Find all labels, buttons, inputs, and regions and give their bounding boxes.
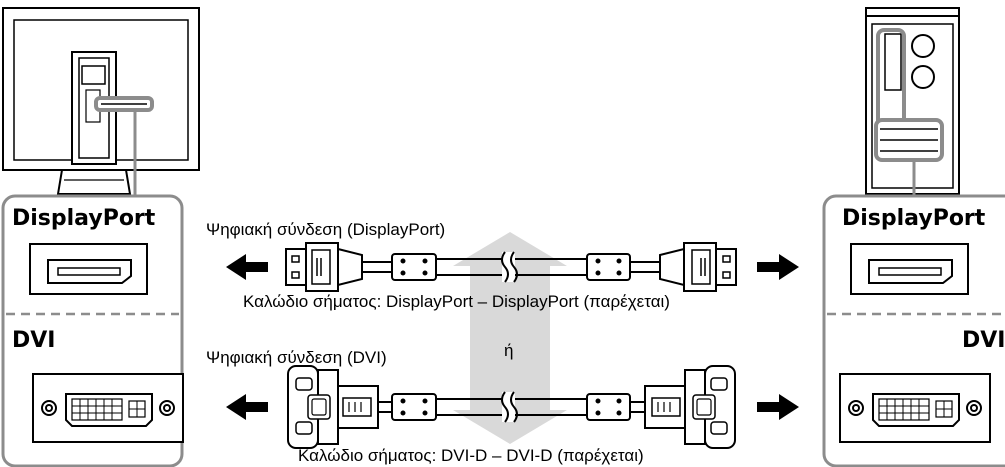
displayport-connection-title: Ψηφιακή σύνδεση (DisplayPort) (206, 220, 446, 239)
arrow-right-icon (757, 394, 799, 420)
arrow-right-icon (757, 254, 799, 280)
dvi-cable-caption: Καλώδιο σήματος: DVI-D – DVI-D (παρέχετα… (298, 446, 644, 465)
pc-tower-icon (865, 7, 960, 195)
dvi-cable (287, 365, 736, 449)
displayport-cable (285, 242, 737, 292)
right-displayport-label: DisplayPort (842, 206, 986, 231)
double-arrow-icon (453, 232, 567, 444)
dvi-port-icon (839, 373, 991, 443)
arrow-left-icon (226, 394, 268, 420)
dvi-connection-title: Ψηφιακή σύνδεση (DVI) (206, 348, 387, 367)
left-displayport-label: DisplayPort (12, 206, 156, 231)
left-dvi-label: DVI (12, 328, 56, 353)
arrow-left-icon (226, 254, 268, 280)
or-label: ή (504, 341, 514, 360)
right-dvi-label: DVI (962, 328, 1005, 353)
dvi-port-icon (32, 373, 184, 443)
displayport-port-icon (850, 243, 969, 295)
monitor-icon (2, 7, 200, 195)
displayport-port-icon (29, 243, 148, 295)
displayport-cable-caption: Καλώδιο σήματος: DisplayPort – DisplayPo… (243, 292, 670, 311)
